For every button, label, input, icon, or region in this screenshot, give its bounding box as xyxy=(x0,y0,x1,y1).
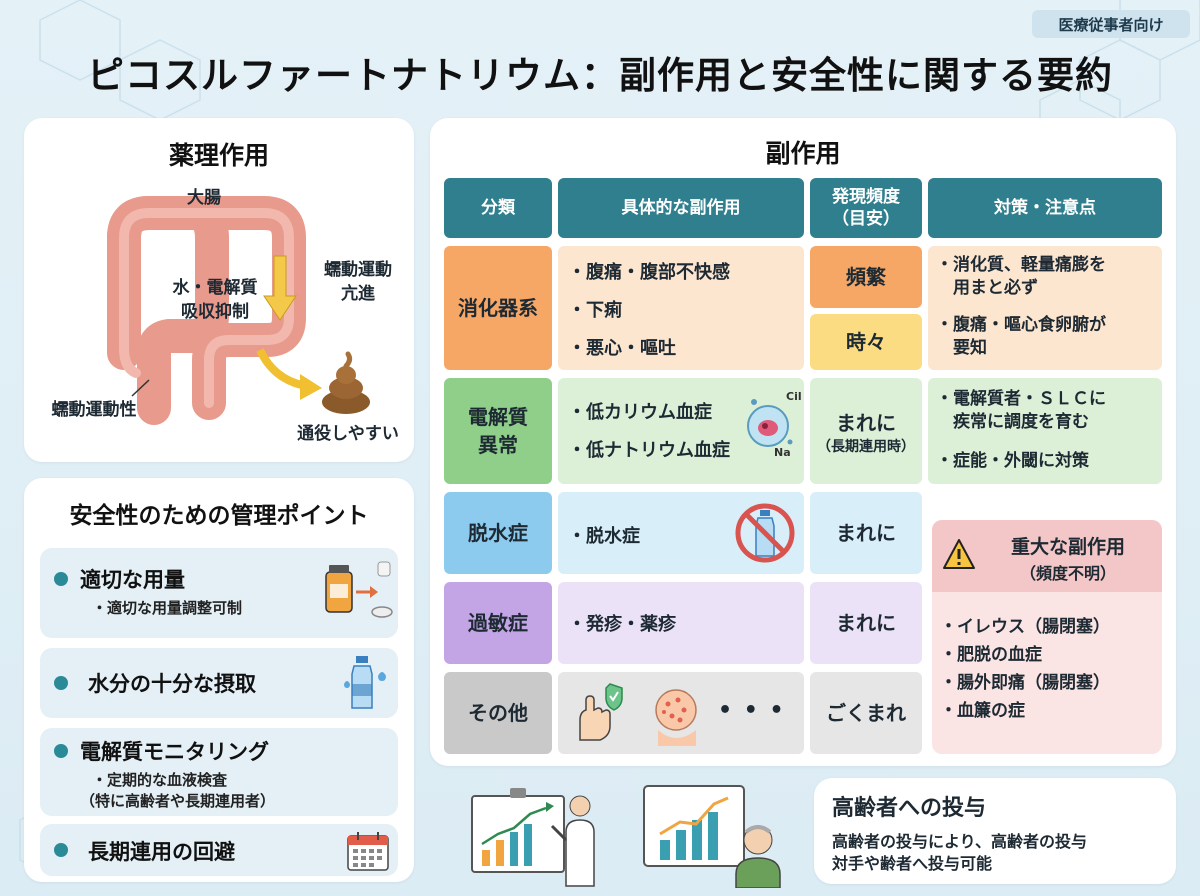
bullet-icon xyxy=(54,676,68,690)
frequency-frequent: 頻繁 xyxy=(810,246,922,308)
effects-dehydration: ・脱水症 xyxy=(558,492,804,574)
safety-item-name: 水分の十分な摂取 xyxy=(88,672,256,696)
pharmacology-title: 薬理作用 xyxy=(168,141,269,170)
category-other: その他 xyxy=(444,672,552,754)
frequency-note: （長期連用時） xyxy=(817,438,915,455)
safety-item-name: 長期連用の回避 xyxy=(88,840,235,864)
page-title: ピコスルファートナトリウム：副作用と安全性に関する要約 xyxy=(87,54,1113,97)
effect-item: ・下痢 xyxy=(568,300,622,321)
serious-item: ・イレウス（腸閉塞） xyxy=(940,617,1110,637)
frequency-electrolyte: まれに （長期連用時） xyxy=(810,378,922,484)
measure-line: 疾常に調度を育む xyxy=(936,412,1089,432)
safety-card: 安全性のための管理ポイント 適切な用量 ・適切な用量調整可制 水分の十分な摂取 … xyxy=(24,478,414,882)
measure-line: 用まと必ず xyxy=(936,278,1038,298)
serious-item: ・肥脱の血症 xyxy=(940,645,1042,665)
effects-electrolyte: ・低カリウム血症 ・低ナトリウム血症 Cil Na xyxy=(558,378,804,484)
audience-badge: 医療従事者向け xyxy=(1032,10,1190,38)
side-effects-title: 副作用 xyxy=(765,139,841,168)
header-frequency-line1: 発現頻度 xyxy=(832,187,900,207)
presenter-chart-illustration xyxy=(471,788,595,887)
safety-item-desc: （特に高齢者や長期連用者） xyxy=(80,792,276,810)
label-peristalsis-1: 蠕動運動 xyxy=(324,260,392,280)
safety-item-name: 適切な用量 xyxy=(80,568,185,592)
category-dehydration: 脱水症 xyxy=(444,492,552,574)
water-bottle-icon xyxy=(344,656,386,709)
label-absorption-2: 吸収抑制 xyxy=(181,302,249,322)
bullet-icon xyxy=(54,843,68,857)
serious-side-effects-box: 重大な副作用 （頻度不明） ・イレウス（腸閉塞） ・肥脱の血症 ・腸外即痛（腸閉… xyxy=(932,520,1162,754)
safety-item-electrolyte: 電解質モニタリング ・定期的な血液検査 （特に高齢者や長期連用者） xyxy=(40,728,398,816)
frequency-dehydration: まれに xyxy=(810,492,922,574)
category-line: 異常 xyxy=(478,433,518,457)
elderly-chart-illustration xyxy=(643,785,781,888)
measure-line: ・電解質者・ＳＬＣに xyxy=(936,389,1106,409)
effect-item: ・腹痛・腹部不快感 xyxy=(568,262,730,283)
effect-item: ・低ナトリウム血症 xyxy=(568,440,730,461)
hand-shield-icon xyxy=(579,683,623,741)
safety-item-desc: ・適切な用量調整可制 xyxy=(92,599,243,617)
ion-label-cl: Cil xyxy=(786,390,802,403)
effects-allergy: ・発疹・薬疹 xyxy=(558,582,804,664)
elderly-line-2: 対手や齢者へ投与可能 xyxy=(832,854,993,873)
serious-item: ・腸外即痛（腸閉塞） xyxy=(940,673,1110,693)
header-frequency-line2: （目安） xyxy=(832,209,900,229)
measures-electrolyte: ・電解質者・ＳＬＣに 疾常に調度を育む ・症能・外閾に対策 xyxy=(928,378,1162,484)
effect-item: ・低カリウム血症 xyxy=(568,402,712,423)
serious-subtitle: （頻度不明） xyxy=(1019,564,1116,583)
measure-line: ・消化質、軽量痛膨を xyxy=(936,255,1106,275)
pharmacology-card: 薬理作用 大腸 水・電解質 吸収抑制 蠕動運動 亢進 蠕動運動性 通役しやすい xyxy=(24,118,414,462)
header-category: 分類 xyxy=(444,178,552,238)
frequency-allergy: まれに xyxy=(810,582,922,664)
bullet-icon xyxy=(54,572,68,586)
label-defecation: 通役しやすい xyxy=(297,424,399,444)
ion-label-na: Na xyxy=(774,446,791,459)
elderly-line-1: 高齢者の投与により、高齢者の投与 xyxy=(832,832,1088,851)
safety-item-avoid-long-term: 長期連用の回避 xyxy=(40,824,398,876)
effect-item: ・脱水症 xyxy=(568,526,640,547)
effects-other: • • • xyxy=(558,672,804,754)
elderly-title: 高齢者への投与 xyxy=(832,796,987,821)
label-absorption-1: 水・電解質 xyxy=(172,278,258,298)
label-peristaltic: 蠕動運動性 xyxy=(51,400,137,420)
category-electrolyte: 電解質 異常 xyxy=(444,378,552,484)
serious-header: 重大な副作用 （頻度不明） xyxy=(932,520,1162,592)
safety-item-dosage: 適切な用量 ・適切な用量調整可制 xyxy=(40,548,398,638)
serious-item: ・血簾の症 xyxy=(940,701,1025,721)
safety-item-hydration: 水分の十分な摂取 xyxy=(40,648,398,718)
measure-line: ・腹痛・嘔心食卵腑が xyxy=(936,315,1106,335)
label-large-intestine: 大腸 xyxy=(187,188,221,208)
category-line: 電解質 xyxy=(468,405,528,429)
bullet-icon xyxy=(54,744,68,758)
rash-face-icon xyxy=(655,689,697,746)
safety-item-name: 電解質モニタリング xyxy=(80,740,269,764)
calendar-icon xyxy=(347,832,389,871)
measure-line: 要知 xyxy=(936,338,987,358)
category-allergy: 過敏症 xyxy=(444,582,552,664)
frequency-sometimes: 時々 xyxy=(810,314,922,370)
medicine-bottle-icon xyxy=(325,561,393,618)
no-water-icon xyxy=(735,503,795,563)
effect-item: ・悪心・嘔吐 xyxy=(568,338,676,359)
frequency-text: まれに xyxy=(836,410,896,435)
ellipsis: • • • xyxy=(718,698,786,723)
cell-icon xyxy=(747,399,793,447)
header-frequency: 発現頻度 （目安） xyxy=(810,178,922,238)
safety-title: 安全性のための管理ポイント xyxy=(69,503,369,529)
frequency-other: ごくまれ xyxy=(810,672,922,754)
measure-line: ・症能・外閾に対策 xyxy=(936,451,1089,471)
colon-illustration xyxy=(107,196,370,425)
elderly-administration-card: 高齢者への投与 高齢者の投与により、高齢者の投与 対手や齢者へ投与可能 xyxy=(814,778,1176,884)
warning-icon xyxy=(943,539,975,569)
category-digestive: 消化器系 xyxy=(444,246,552,370)
effect-item: ・発疹・薬疹 xyxy=(568,614,676,635)
safety-item-desc: ・定期的な血液検査 xyxy=(92,771,228,789)
header-measures: 対策・注意点 xyxy=(928,178,1162,238)
label-peristalsis-2: 亢進 xyxy=(341,284,375,304)
measures-digestive: ・消化質、軽量痛膨を 用まと必ず ・腹痛・嘔心食卵腑が 要知 xyxy=(928,246,1162,370)
serious-title: 重大な副作用 xyxy=(1010,536,1125,558)
effects-digestive: ・腹痛・腹部不快感 ・下痢 ・悪心・嘔吐 xyxy=(558,246,804,370)
header-effects: 具体的な副作用 xyxy=(558,178,804,238)
